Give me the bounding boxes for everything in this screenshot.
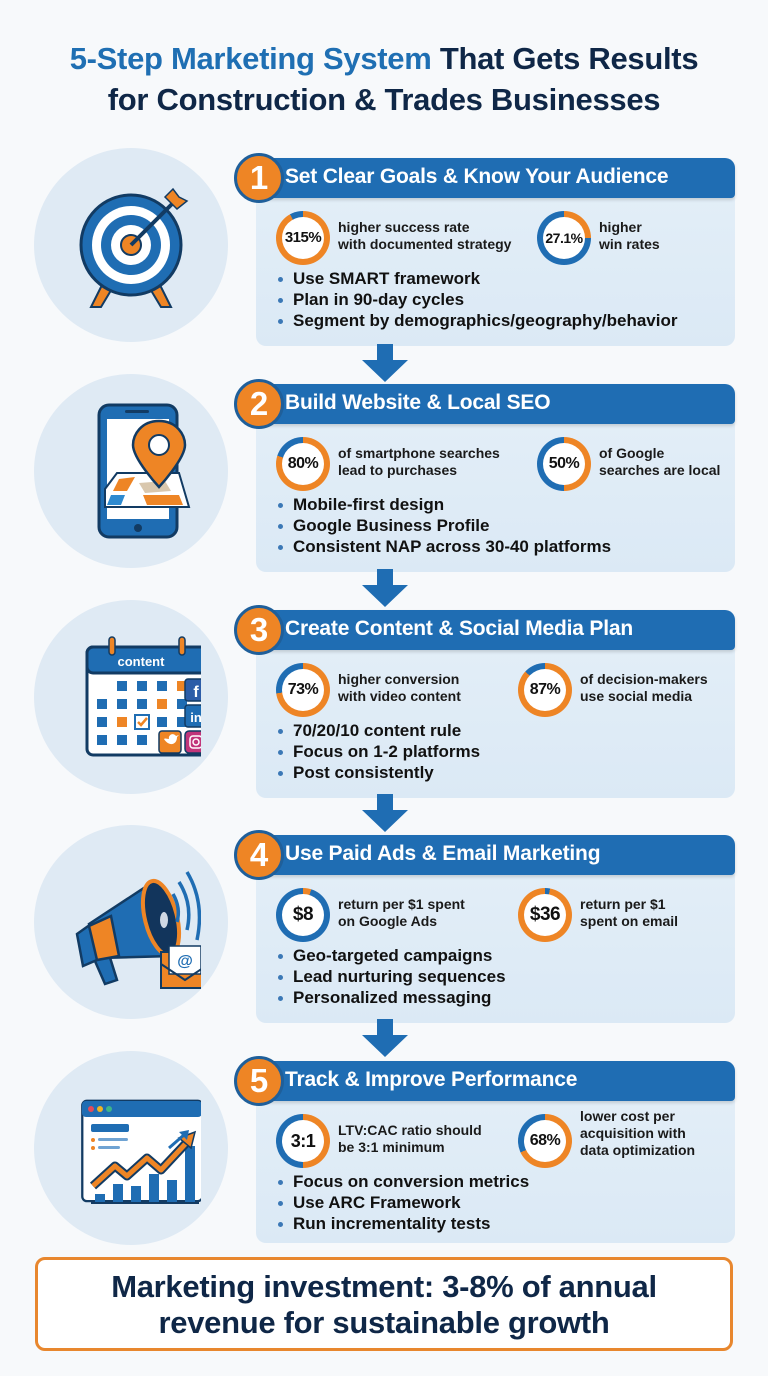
- analytics-chart-icon: [34, 1051, 228, 1245]
- step-1: 1 Set Clear Goals & Know Your Audience 3…: [0, 148, 768, 358]
- stat-ring: 87%: [518, 663, 572, 717]
- phone-map-pin-icon: [34, 374, 228, 568]
- budget-callout: Marketing investment: 3-8% of annual rev…: [35, 1257, 733, 1351]
- step-number-badge: 1: [234, 153, 284, 203]
- step-3: content f in 3 Create Content & Social M: [0, 600, 768, 810]
- title-line2: for Construction & Trades Businesses: [107, 82, 661, 117]
- step-title: Set Clear Goals & Know Your Audience: [285, 165, 669, 188]
- page-title: 5-Step Marketing System That Gets Result…: [0, 38, 768, 120]
- svg-text:f: f: [193, 684, 199, 701]
- step-2: 2 Build Website & Local SEO 80% of smart…: [0, 374, 768, 584]
- bullet-item: Run incrementality tests: [276, 1213, 529, 1234]
- svg-text:@: @: [177, 953, 193, 970]
- down-arrow-icon: [362, 794, 408, 832]
- svg-text:in: in: [190, 710, 201, 725]
- stat-ring: 315%: [276, 211, 330, 265]
- content-calendar-icon: content f in: [34, 600, 228, 794]
- step-card: 3 Create Content & Social Media Plan 73%…: [234, 605, 735, 798]
- target-icon: [34, 148, 228, 342]
- bullet-list: Mobile-first design Google Business Prof…: [276, 494, 611, 557]
- stat-ring: 68%: [518, 1114, 572, 1168]
- bullet-item: Personalized messaging: [276, 987, 506, 1008]
- stat-ring: 73%: [276, 663, 330, 717]
- stat-ring: 27.1%: [537, 211, 591, 265]
- bullet-item: Geo-targeted campaigns: [276, 945, 506, 966]
- stat-ring: 3:1: [276, 1114, 330, 1168]
- down-arrow-icon: [362, 344, 408, 382]
- down-arrow-icon: [362, 1019, 408, 1057]
- step-card: 5 Track & Improve Performance 3:1 LTV:CA…: [234, 1056, 735, 1243]
- step-number-badge: 3: [234, 605, 284, 655]
- bullet-item: Mobile-first design: [276, 494, 611, 515]
- title-accent: 5-Step Marketing System: [69, 41, 432, 76]
- stat-ring: $36: [518, 888, 572, 942]
- step-title: Create Content & Social Media Plan: [285, 617, 633, 640]
- bullet-item: Consistent NAP across 30-40 platforms: [276, 536, 611, 557]
- step-title: Use Paid Ads & Email Marketing: [285, 842, 601, 865]
- bullet-list: Use SMART framework Plan in 90-day cycle…: [276, 268, 677, 331]
- bullet-list: Geo-targeted campaigns Lead nurturing se…: [276, 945, 506, 1008]
- bullet-item: Focus on 1-2 platforms: [276, 741, 480, 762]
- step-number-badge: 5: [234, 1056, 284, 1106]
- bullet-list: 70/20/10 content rule Focus on 1-2 platf…: [276, 720, 480, 783]
- bullet-item: Lead nurturing sequences: [276, 966, 506, 987]
- stat-ring: 80%: [276, 437, 330, 491]
- callout-line2: revenue for sustainable growth: [158, 1305, 610, 1340]
- step-header: 5 Track & Improve Performance: [234, 1056, 735, 1106]
- step-4: @ 4 Use Paid Ads & Email Marketing $8 re…: [0, 825, 768, 1035]
- step-card: 2 Build Website & Local SEO 80% of smart…: [234, 379, 735, 572]
- step-header: 2 Build Website & Local SEO: [234, 379, 735, 429]
- bullet-list: Focus on conversion metrics Use ARC Fram…: [276, 1171, 529, 1234]
- bullet-item: 70/20/10 content rule: [276, 720, 480, 741]
- step-header: 3 Create Content & Social Media Plan: [234, 605, 735, 655]
- bullet-item: Focus on conversion metrics: [276, 1171, 529, 1192]
- down-arrow-icon: [362, 569, 408, 607]
- step-card: 4 Use Paid Ads & Email Marketing $8 retu…: [234, 830, 735, 1023]
- bullet-item: Segment by demographics/geography/behavi…: [276, 310, 677, 331]
- step-card: 1 Set Clear Goals & Know Your Audience 3…: [234, 153, 735, 346]
- bullet-item: Use ARC Framework: [276, 1192, 529, 1213]
- title-rest: That Gets Results: [431, 41, 699, 76]
- step-5: 5 Track & Improve Performance 3:1 LTV:CA…: [0, 1051, 768, 1261]
- stat-ring: 50%: [537, 437, 591, 491]
- bullet-item: Post consistently: [276, 762, 480, 783]
- step-header: 4 Use Paid Ads & Email Marketing: [234, 830, 735, 880]
- svg-text:content: content: [118, 654, 166, 669]
- step-title: Track & Improve Performance: [285, 1068, 578, 1091]
- step-title: Build Website & Local SEO: [285, 391, 551, 414]
- bullet-item: Use SMART framework: [276, 268, 677, 289]
- bullet-item: Google Business Profile: [276, 515, 611, 536]
- step-number-badge: 4: [234, 830, 284, 880]
- callout-line1: Marketing investment: 3-8% of annual: [111, 1269, 657, 1304]
- megaphone-email-icon: @: [34, 825, 228, 1019]
- bullet-item: Plan in 90-day cycles: [276, 289, 677, 310]
- step-number-badge: 2: [234, 379, 284, 429]
- step-header: 1 Set Clear Goals & Know Your Audience: [234, 153, 735, 203]
- stat-ring: $8: [276, 888, 330, 942]
